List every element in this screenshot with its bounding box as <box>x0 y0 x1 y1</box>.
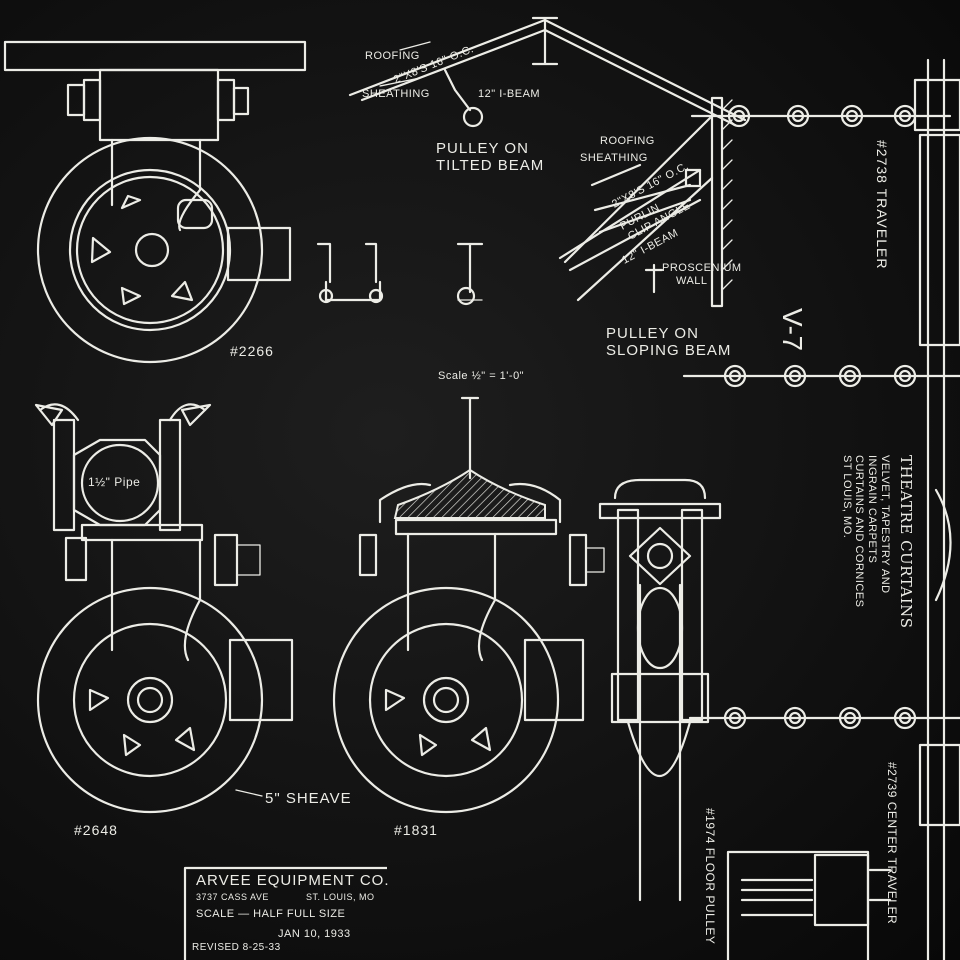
curtain-line-2: Ingrain Carpets <box>866 455 879 564</box>
part-number-2648: #2648 <box>74 822 118 838</box>
title-block-border <box>183 866 387 960</box>
drawing-scale-label: Scale ½" = 1'-0" <box>438 370 525 382</box>
revision-date: Revised 8-25-33 <box>192 942 281 953</box>
curtain-line-3: Curtains And Cornices <box>853 455 866 608</box>
caster-2266-drawing <box>3 40 307 364</box>
curtain-company-block: Theatre Curtains Velvet, Tapestry and In… <box>840 455 915 655</box>
floor-pulley-drawing <box>726 850 892 960</box>
wall-label: Wall <box>676 275 708 287</box>
floor-pulley-label: #1974 Floor Pulley <box>703 808 717 945</box>
pulley-tilted-label-2: Tilted Beam <box>436 157 545 174</box>
ibeam-label-top: 12" I-Beam <box>478 88 541 100</box>
sheet-id-label: V-7 <box>777 308 808 352</box>
curtain-line-1: Velvet, Tapestry and <box>878 455 891 594</box>
pulley-tilted-label: Pulley on <box>436 140 529 157</box>
pipe-size-label: 1½" Pipe <box>88 475 141 489</box>
small-hanger-details <box>316 242 484 306</box>
proscenium-label: Proscenium <box>662 262 742 274</box>
curtain-heading: Theatre Curtains <box>897 455 915 629</box>
title-block: Arvee Equipment Co. 3737 Cass Ave St. Lo… <box>182 860 390 960</box>
pulley-sloping-label: Pulley on <box>606 325 699 342</box>
traveler-track-top <box>690 104 952 128</box>
company-address: 3737 Cass Ave <box>196 892 269 902</box>
pulley-assembly-drawing <box>598 478 722 902</box>
part-number-1831: #1831 <box>394 822 438 838</box>
traveler-track-middle <box>682 364 960 388</box>
caster-1831-drawing <box>332 396 605 814</box>
sheave-size-label: 5" Sheave <box>265 790 352 807</box>
sheathing-label-top: Sheathing <box>362 88 430 100</box>
part-number-2266: #2266 <box>230 343 274 359</box>
roofing-label-right: Roofing <box>600 135 655 147</box>
right-frame <box>913 58 960 960</box>
center-traveler-label: #2739 Center Traveler <box>885 762 899 925</box>
caster-2648-drawing <box>34 403 294 814</box>
drawing-date: Jan 10, 1933 <box>278 928 351 940</box>
company-city: St. Louis, MO <box>306 892 375 902</box>
company-name: Arvee Equipment Co. <box>196 872 390 889</box>
sloping-beam-roof-drawing <box>558 96 733 308</box>
roofing-label-top: Roofing <box>365 50 420 62</box>
traveler-2738-label: #2738 Traveler <box>874 140 890 270</box>
sheathing-label-right: Sheathing <box>580 152 648 164</box>
traveler-track-bottom <box>688 706 960 730</box>
pulley-sloping-label-2: Sloping Beam <box>606 342 732 359</box>
tilted-beam-roof-drawing <box>348 16 747 128</box>
drawing-scale: Scale — Half Full Size <box>196 908 346 920</box>
curtain-line-4: St Louis, MO. <box>840 455 853 539</box>
